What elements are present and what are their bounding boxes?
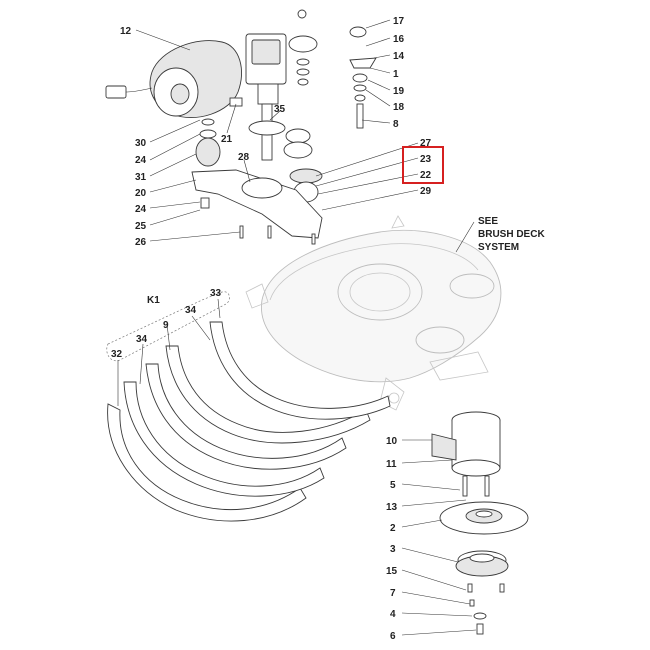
callout-23: 23 [420,154,432,165]
callout-28: 28 [238,152,250,163]
callout-15: 15 [386,566,398,577]
callout-5: 5 [390,480,396,491]
callout-26: 26 [135,237,147,248]
callout-4: 4 [390,609,396,620]
note-line-2: BRUSH DECK [478,229,545,240]
callout-19: 19 [393,86,405,97]
lower-drive-assembly [431,411,529,635]
callout-17: 17 [393,16,405,27]
callout-2: 2 [390,523,396,534]
callout-labels: 12 17 16 14 1 19 18 8 35 21 30 24 28 31 … [111,16,432,642]
callout-31: 31 [135,172,147,183]
brush-deck-note: SEE BRUSH DECK SYSTEM [478,216,545,253]
callout-6: 6 [390,631,396,642]
callout-10: 10 [386,436,398,447]
callout-25: 25 [135,221,147,232]
callout-34a: 34 [185,305,197,316]
callout-22: 22 [420,170,432,181]
leader-lines [117,19,477,636]
callout-21: 21 [221,134,233,145]
callout-33: 33 [210,288,222,299]
callout-7: 7 [390,588,396,599]
callout-14: 14 [393,51,405,62]
callout-34b: 34 [136,334,148,345]
callout-9: 9 [163,320,169,331]
callout-16: 16 [393,34,405,45]
brush-deck-ghost [245,215,502,411]
callout-24b: 24 [135,204,147,215]
callout-20: 20 [135,188,147,199]
note-line-1: SEE [478,216,498,227]
callout-11: 11 [386,459,397,470]
highlight-box-23-22 [402,146,444,184]
callout-K1: K1 [147,295,160,306]
callout-3: 3 [390,544,396,555]
callout-27: 27 [420,138,432,149]
brush-motor [105,33,287,118]
callout-32: 32 [111,349,123,360]
callout-35: 35 [274,104,286,115]
callout-29: 29 [420,186,432,197]
callout-12: 12 [120,26,132,37]
callout-8: 8 [393,119,399,130]
note-line-3: SYSTEM [478,242,519,253]
callout-24a: 24 [135,155,147,166]
mounting-bracket [191,137,323,245]
callout-18: 18 [393,102,405,113]
callout-1: 1 [393,69,399,80]
callout-30: 30 [135,138,147,149]
skirt-kit [106,291,391,522]
callout-13: 13 [386,502,398,513]
